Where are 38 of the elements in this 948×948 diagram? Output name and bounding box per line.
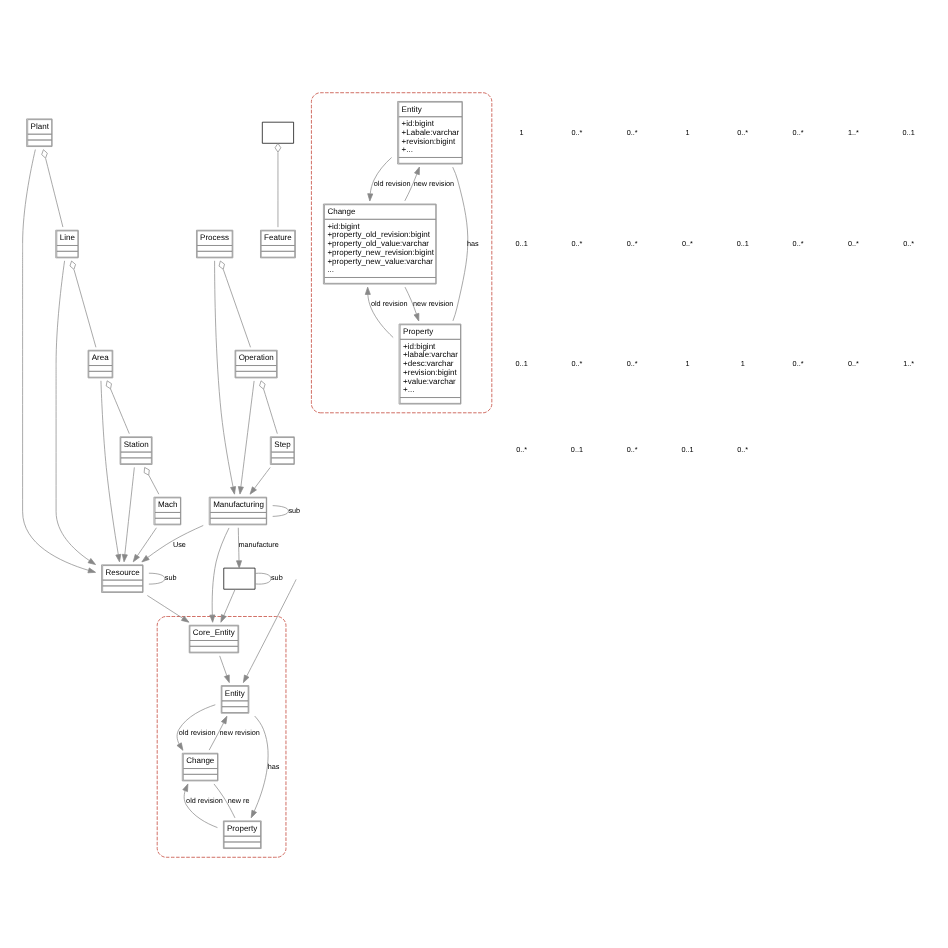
connector: [259, 379, 278, 434]
arrow: [176, 703, 216, 750]
connector: [41, 148, 64, 227]
connector: [255, 571, 272, 584]
connector: [272, 504, 289, 516]
arrow: [132, 526, 157, 562]
connector: [69, 259, 97, 347]
arrow: [243, 578, 297, 682]
arrow: [182, 782, 218, 827]
arrow: [250, 714, 269, 818]
arrow: [22, 148, 96, 573]
node-box: [261, 120, 294, 143]
connector: [452, 165, 469, 321]
arrow: [214, 259, 236, 494]
node-box: [223, 566, 256, 589]
arrow: [141, 524, 204, 562]
arrow: [364, 285, 394, 337]
connector: [218, 259, 251, 347]
connector: [105, 379, 130, 434]
arrow: [208, 714, 228, 750]
arrow: [220, 588, 236, 622]
arrow: [121, 466, 135, 562]
connector: [274, 142, 282, 227]
arrow: [404, 165, 420, 201]
arrow: [367, 156, 392, 201]
arrow: [249, 466, 271, 494]
arrow: [219, 654, 230, 682]
cluster: [311, 91, 493, 413]
arrow: [404, 285, 420, 321]
connector: [148, 571, 166, 584]
arrow: [146, 594, 190, 622]
arrow: [238, 379, 255, 494]
connector: [213, 782, 236, 818]
arrow: [55, 259, 96, 564]
arrow: [209, 526, 230, 622]
arrow: [236, 526, 242, 568]
connector: [143, 466, 160, 494]
arrow: [100, 379, 122, 562]
